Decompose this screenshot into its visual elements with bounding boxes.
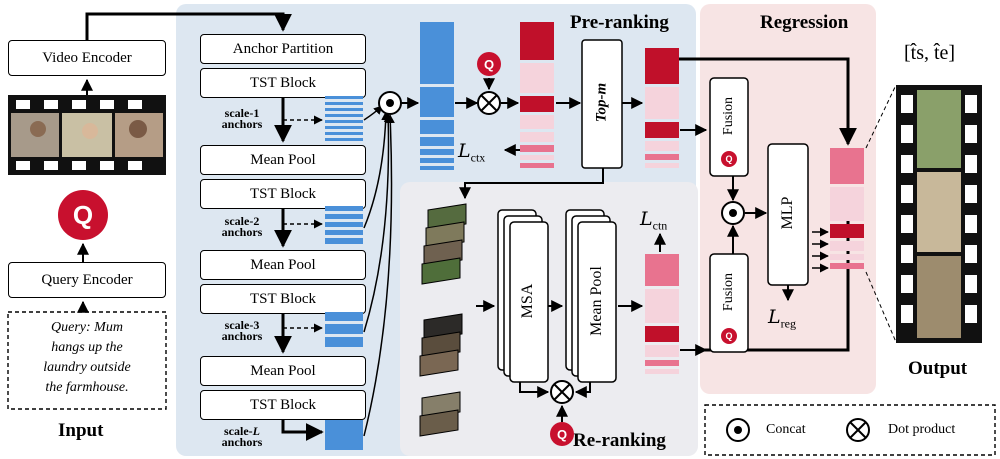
input-label: Input: [58, 420, 104, 441]
mean-pool-1: Mean Pool: [200, 145, 366, 175]
reranking-score-column: [645, 254, 679, 374]
scale-1-line-1: scale-1: [224, 106, 260, 120]
msa-label: MSA: [519, 283, 536, 319]
curve-scale-2: [363, 111, 391, 229]
loss-ctn: Lctn: [640, 208, 668, 233]
fusion-box-1: [709, 77, 749, 177]
scale-3-line-1: scale-3: [224, 318, 260, 332]
loss-reg: Lreg: [768, 306, 796, 331]
mlp-label: MLP: [779, 196, 796, 230]
scale-l-line-1: scale-L: [224, 424, 260, 438]
scale-2-line-2: anchors: [221, 225, 263, 239]
query-icon-rerank: Q: [550, 422, 574, 446]
loss-ctx: Lctx: [458, 140, 486, 165]
topm-box: [581, 39, 623, 169]
curve-scale-l: [363, 114, 395, 437]
dot-product-icon-legend: [846, 418, 870, 442]
input-filmstrip: [8, 95, 166, 175]
mean-pool-3: Mean Pool: [200, 356, 366, 386]
video-encoder-box: Video Encoder: [8, 40, 166, 76]
legend-dot-product-label: Dot product: [888, 422, 956, 437]
msa-stack: [497, 209, 549, 383]
query-box: [7, 311, 167, 410]
query-icon-fusion-2: Q: [721, 328, 737, 344]
clip-group-1: [421, 203, 467, 285]
query-line-2: hangs up the: [51, 340, 123, 355]
dot-product-icon-pre: [477, 91, 501, 115]
tst-block-4: TST Block: [200, 390, 366, 420]
mean-pool-label: Mean Pool: [588, 266, 605, 336]
query-icon: Q: [58, 190, 108, 240]
output-filmstrip: [896, 85, 982, 343]
output-label: Output: [908, 358, 968, 379]
scale-2-anchors: [325, 206, 363, 244]
preranking-title: Pre-ranking: [570, 12, 669, 33]
scale-1-anchors: [325, 96, 363, 141]
query-text: Query: Mum hangs up the laundry outside …: [10, 318, 164, 398]
scale-3-line-2: anchors: [221, 329, 263, 343]
zoom-line-top: [865, 84, 897, 149]
fusion-label-2: Fusion: [721, 272, 736, 312]
arrow-msa-to-dot: [519, 380, 550, 398]
clip-group-2: [419, 313, 463, 377]
preranking-score-column: [520, 22, 554, 168]
concat-icon-reg: [721, 201, 745, 225]
topm-selected-column: [645, 48, 679, 168]
curve-scale-3: [363, 113, 393, 333]
clip-group-3: [419, 391, 461, 437]
scale-2-line-1: scale-2: [224, 214, 260, 228]
query-encoder-box: Query Encoder: [8, 262, 166, 298]
query-line-4: the farmhouse.: [45, 380, 129, 395]
query-line-3: laundry outside: [43, 360, 131, 375]
scale-l-line-2: anchors: [221, 435, 263, 449]
tst-block-3: TST Block: [200, 284, 366, 314]
output-formula: [t̂s, t̂e]: [904, 42, 956, 64]
tst-block-1: TST Block: [200, 68, 366, 98]
dot-product-icon-rerank: [550, 380, 574, 404]
arrow-encoder-to-partition: [85, 12, 292, 40]
tst-block-2: TST Block: [200, 179, 366, 209]
anchor-partition-box: Anchor Partition: [200, 34, 366, 64]
query-icon-fusion-1: Q: [721, 151, 737, 167]
arrow-topright: [672, 57, 857, 146]
anchor-feature-column: [420, 22, 454, 170]
topm-label: Top-m: [593, 82, 610, 123]
scale-l-anchors: [325, 420, 363, 450]
concat-icon-legend: [726, 418, 750, 442]
regression-title: Regression: [760, 12, 849, 33]
zoom-line-bottom: [865, 271, 897, 343]
mean-pool-2: Mean Pool: [200, 250, 366, 280]
mlp-box: [767, 143, 809, 286]
reranking-title: Re-ranking: [573, 430, 666, 451]
arrow-topm-to-rerank: [459, 168, 604, 200]
reranking-panel: [400, 182, 698, 456]
fusion-box-2: [709, 253, 749, 353]
pyramid-conn-4: [281, 420, 324, 441]
final-score-column: [830, 148, 864, 269]
fusion-label-1: Fusion: [721, 96, 736, 136]
mean-pool-stack: [565, 209, 617, 383]
query-icon-preranking: Q: [477, 52, 501, 76]
query-line-1: Query: Mum: [51, 320, 123, 335]
legend-concat-label: Concat: [766, 422, 806, 437]
scale-1-line-2: anchors: [221, 117, 263, 131]
concat-icon-pre: [378, 91, 402, 115]
legend-box: [704, 404, 996, 456]
scale-3-anchors: [325, 312, 363, 347]
